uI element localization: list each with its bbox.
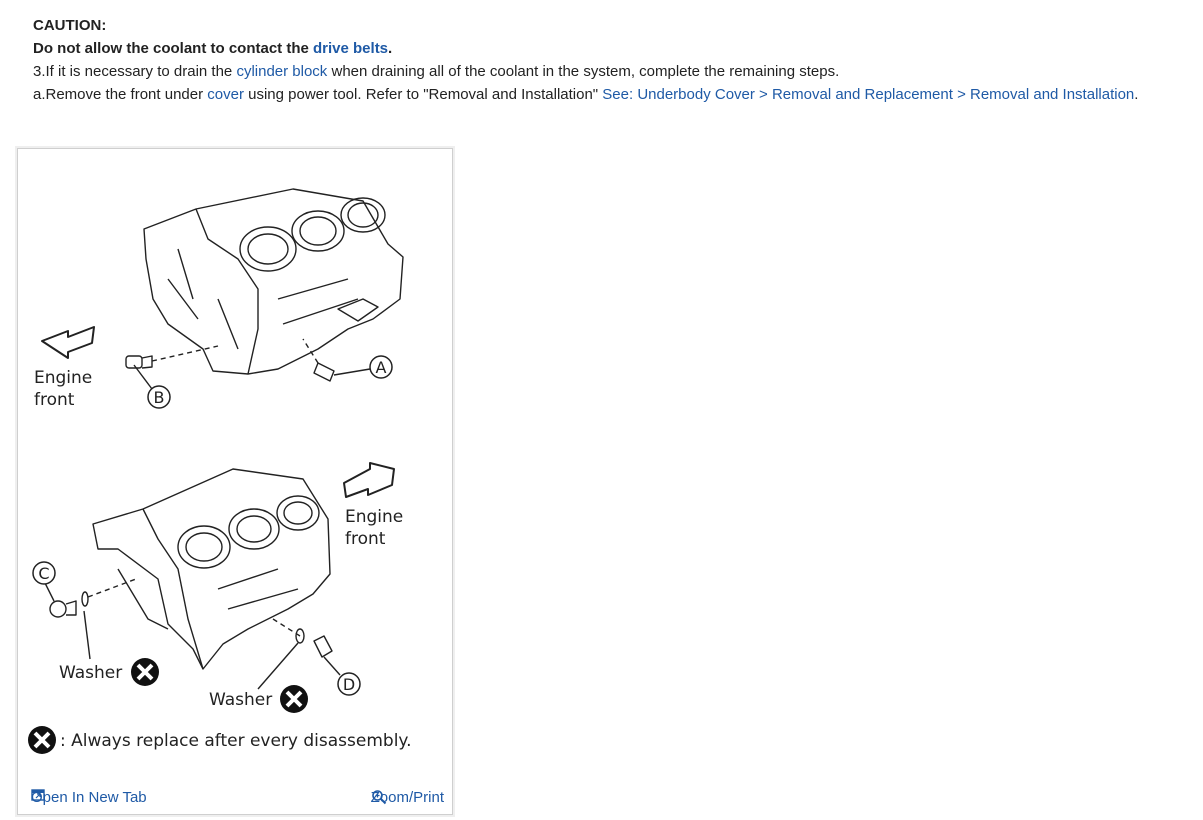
replace-marker-icon — [131, 658, 159, 686]
new-tab-icon — [31, 789, 45, 801]
replace-marker-icon — [28, 726, 56, 754]
upper-engine-front-label-1: Engine — [34, 368, 92, 388]
caution-line: Do not allow the coolant to contact the … — [33, 37, 1138, 60]
drain-plug-b — [125, 345, 219, 390]
replace-marker-icon — [280, 685, 308, 713]
step-a-suffix: . — [1134, 86, 1139, 103]
cover-link[interactable]: cover — [207, 86, 244, 103]
drive-belts-link[interactable]: drive belts — [313, 40, 389, 57]
caution-suffix: . — [388, 40, 393, 57]
callout-c-circle — [32, 561, 56, 585]
callout-a-circle — [369, 355, 393, 379]
figure-footer: Open In New Tab Zoom/Print — [18, 780, 452, 814]
lower-engine-front-label-2: front — [345, 529, 386, 549]
callout-a-label: A — [376, 358, 387, 377]
engine-block-illustration: A B C D Engine front Engine front Washer… — [28, 188, 411, 754]
zoom-print-label: Zoom/Print — [370, 789, 444, 806]
step-3: 3.If it is necessary to drain the cylind… — [33, 60, 1138, 83]
callout-d-circle — [337, 672, 361, 696]
upper-engine-block — [143, 188, 404, 375]
callout-b-circle — [147, 385, 171, 409]
step-a: a.Remove the front under cover using pow… — [33, 83, 1138, 106]
legend-text: : Always replace after every disassembly… — [60, 731, 411, 751]
step-3-suffix: when draining all of the coolant in the … — [327, 63, 840, 80]
lower-front-arrow-icon — [343, 462, 395, 498]
figure-panel: A B C D Engine front Engine front Washer… — [17, 148, 453, 815]
washer-right-label: Washer — [209, 690, 272, 710]
zoom-print-link[interactable]: Zoom/Print — [371, 789, 444, 806]
open-in-new-tab-link[interactable]: Open In New Tab — [31, 789, 147, 806]
lower-engine-block — [92, 468, 331, 670]
magnifier-icon — [371, 790, 386, 805]
washer-left-label: Washer — [59, 663, 122, 683]
step-a-text: a.Remove the front under — [33, 86, 208, 103]
underbody-cover-reference-link[interactable]: See: Underbody Cover > Removal and Repla… — [602, 86, 1135, 103]
step-3-text: 3.If it is necessary to drain the — [33, 63, 237, 80]
upper-front-arrow-icon — [41, 326, 95, 359]
instruction-text: CAUTION: Do not allow the coolant to con… — [33, 14, 1138, 106]
cylinder-block-link[interactable]: cylinder block — [236, 63, 328, 80]
drain-plug-a — [302, 338, 371, 382]
drain-plug-d — [257, 618, 341, 690]
upper-engine-front-label-2: front — [34, 390, 75, 410]
step-a-middle: using power tool. Refer to "Removal and … — [243, 86, 603, 103]
callout-b-label: B — [154, 388, 165, 407]
callout-c-label: C — [38, 564, 49, 583]
open-in-new-tab-label: Open In New Tab — [31, 789, 147, 806]
lower-engine-front-label-1: Engine — [345, 507, 403, 527]
callout-d-label: D — [343, 675, 355, 694]
caution-title: CAUTION: — [33, 17, 107, 34]
drain-plug-c — [43, 578, 137, 660]
caution-text: Do not allow the coolant to contact the — [33, 40, 313, 57]
